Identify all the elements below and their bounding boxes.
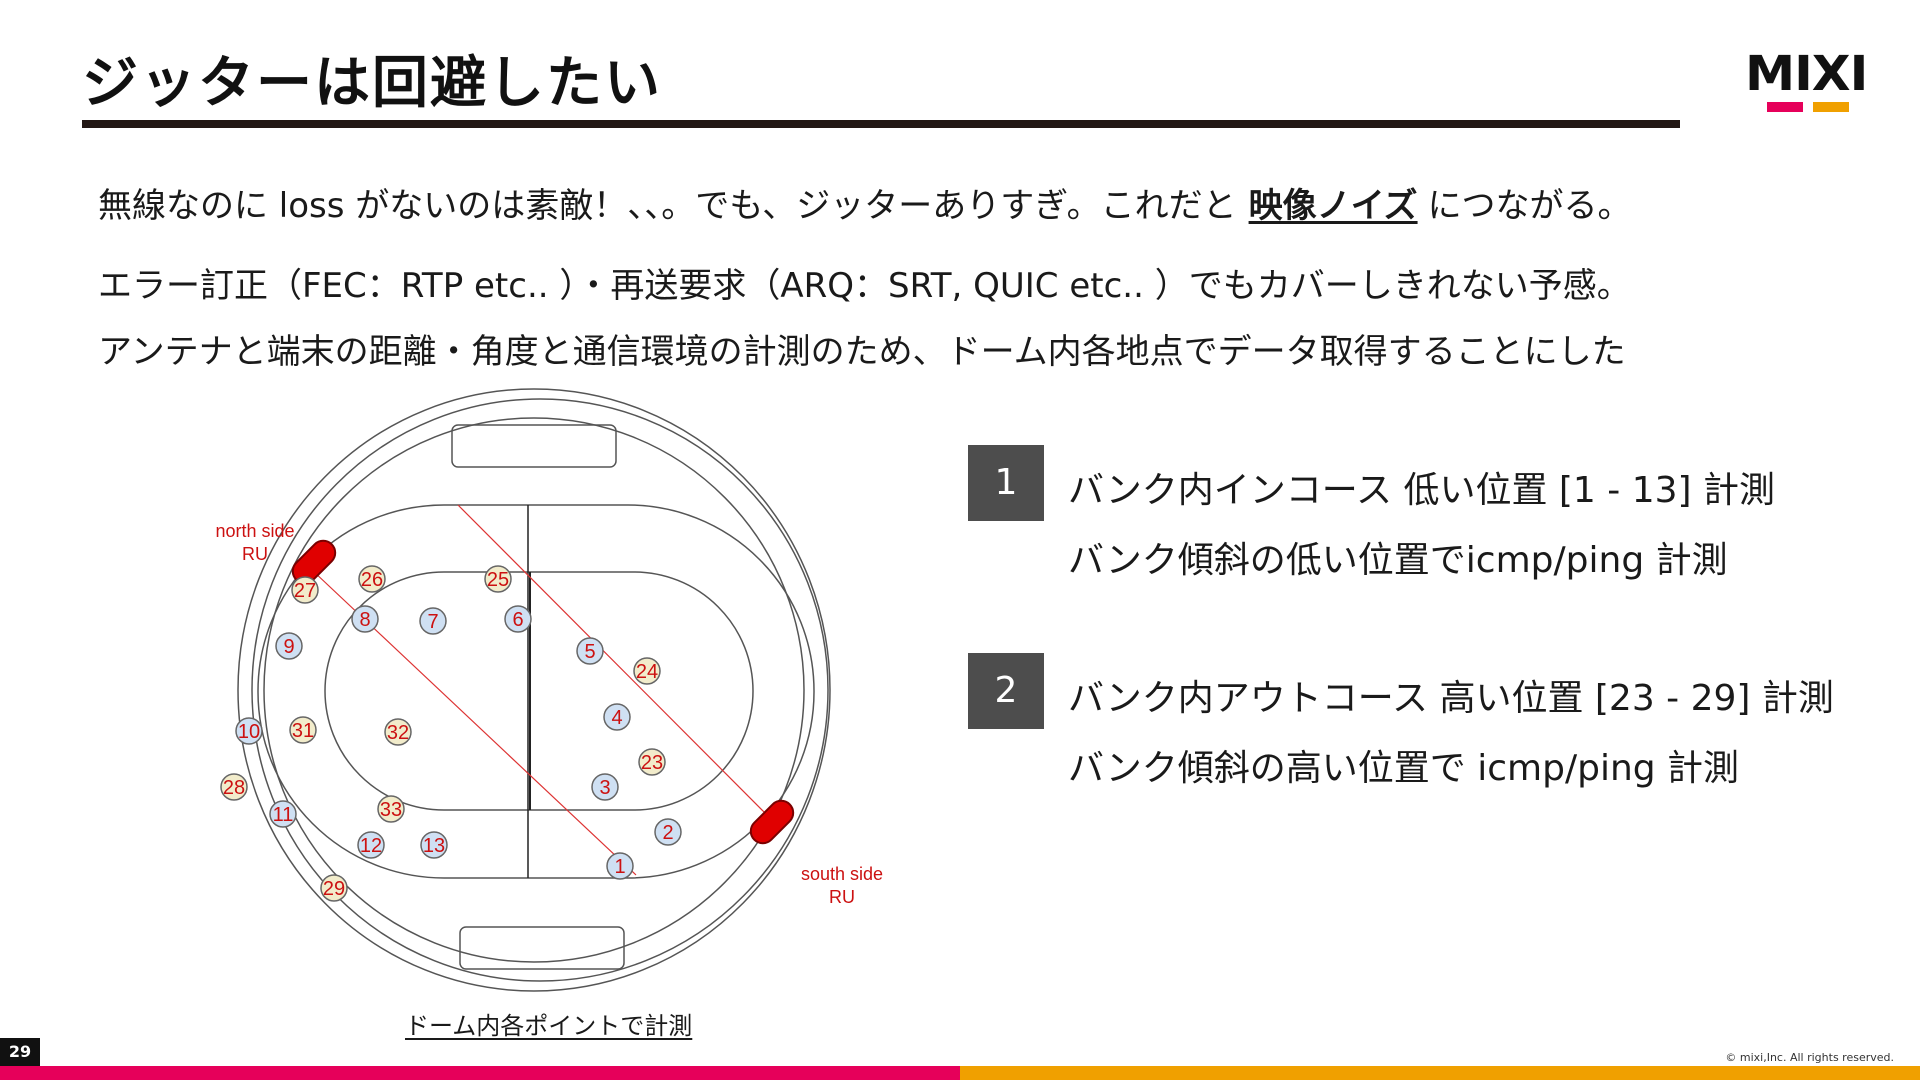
measurement-point-label: 13 — [423, 835, 445, 857]
measurement-point-label: 32 — [387, 722, 409, 744]
diagram-caption: ドーム内各ポイントで計測 — [405, 1012, 693, 1040]
step-2-number-badge: 2 — [968, 653, 1044, 729]
measurement-point-3: 3 — [591, 773, 619, 801]
body-line-3: アンテナと端末の距離・角度と通信環境の計測のため、ドーム内各地点でデータ取得する… — [98, 332, 1626, 372]
measurement-point-1: 1 — [606, 852, 634, 880]
measurement-point-13: 13 — [420, 831, 448, 859]
measurement-point-10: 10 — [235, 717, 263, 745]
measurement-point-9: 9 — [275, 632, 303, 660]
measurement-point-label: 2 — [662, 822, 673, 844]
title-underline — [82, 120, 1680, 128]
measurement-point-label: 23 — [641, 752, 663, 774]
body-line-1-end: につながる。 — [1427, 186, 1632, 226]
measurement-point-label: 1 — [614, 856, 625, 878]
measurement-point-label: 33 — [380, 799, 402, 821]
measurement-point-11: 11 — [269, 800, 297, 828]
measurement-point-5: 5 — [576, 637, 604, 665]
body-line-2: エラー訂正（FEC：RTP etc.. ）・再送要求（ARQ：SRT, QUIC… — [98, 266, 1631, 306]
measurement-point-24: 24 — [633, 657, 661, 685]
measurement-point-label: 10 — [238, 721, 260, 743]
step-1-number-badge: 1 — [968, 445, 1044, 521]
dome-outline — [237, 388, 831, 992]
measurement-point-12: 12 — [357, 831, 385, 859]
slide-title: ジッターは回避したい — [82, 51, 662, 116]
video-noise-emphasis: 映像ノイズ — [1248, 186, 1418, 226]
measurement-point-label: 6 — [512, 609, 523, 631]
measurement-point-label: 11 — [273, 804, 294, 826]
measurement-point-32: 32 — [384, 718, 412, 746]
north-ru-label-line1: north side — [215, 521, 294, 541]
copyright: © mixi,Inc. All rights reserved. — [1725, 1051, 1894, 1064]
measurement-point-label: 25 — [487, 569, 509, 591]
measurement-point-25: 25 — [484, 565, 512, 593]
measurement-point-23: 23 — [638, 748, 666, 776]
body-line-1: 無線なのに loss がないのは素敵！、、。でも、ジッターありすぎ。これだと映像… — [98, 178, 1632, 227]
south-ru-label-line2: RU — [829, 887, 855, 907]
mixi-logo: MIXI — [1745, 50, 1870, 114]
dome-map: north side RU south side RU 123456789101… — [215, 388, 883, 992]
footer-orange-bar — [960, 1066, 1920, 1080]
measurement-point-29: 29 — [320, 874, 348, 902]
north-ru-label-line2: RU — [242, 544, 268, 564]
measurement-point-label: 12 — [360, 835, 382, 857]
measurement-point-2: 2 — [654, 818, 682, 846]
measurement-point-6: 6 — [504, 605, 532, 633]
footer-pink-bar — [0, 1066, 960, 1080]
logo-orange-bar — [1813, 102, 1849, 112]
step-1-detail: バンク傾斜の低い位置でicmp/ping 計測 — [1068, 540, 1728, 581]
measurement-point-label: 7 — [427, 611, 438, 633]
measurement-point-label: 9 — [283, 636, 294, 658]
measurement-point-26: 26 — [358, 565, 386, 593]
measurement-point-27: 27 — [291, 576, 319, 604]
measurement-point-33: 33 — [377, 795, 405, 823]
measurement-point-7: 7 — [419, 607, 447, 635]
south-ru-label-line1: south side — [801, 864, 883, 884]
measurement-point-31: 31 — [289, 716, 317, 744]
page-number: 29 — [0, 1038, 40, 1066]
step-2-title: バンク内アウトコース 高い位置 [23 - 29] 計測 — [1068, 678, 1834, 719]
measurement-point-label: 31 — [292, 720, 314, 742]
logo-pink-bar — [1767, 102, 1803, 112]
measurement-point-label: 28 — [223, 777, 245, 799]
measurement-point-label: 5 — [584, 641, 595, 663]
step-2-detail: バンク傾斜の高い位置で icmp/ping 計測 — [1068, 748, 1740, 789]
step-1-title: バンク内インコース 低い位置 [1 - 13] 計測 — [1068, 470, 1776, 511]
measurement-point-label: 8 — [359, 609, 370, 631]
measurement-point-4: 4 — [603, 703, 631, 731]
measurement-point-8: 8 — [351, 605, 379, 633]
measurement-point-label: 27 — [294, 580, 316, 602]
measurement-point-label: 4 — [611, 707, 622, 729]
body-line-1-text: 無線なのに loss がないのは素敵！、、。でも、ジッターありすぎ。これだと — [98, 186, 1237, 226]
measurement-point-label: 24 — [636, 661, 658, 683]
measurement-point-label: 3 — [599, 777, 610, 799]
measurement-point-label: 29 — [323, 878, 345, 900]
logo-text: MIXI — [1745, 46, 1868, 102]
measurement-point-label: 26 — [361, 569, 383, 591]
measurement-point-28: 28 — [220, 773, 248, 801]
